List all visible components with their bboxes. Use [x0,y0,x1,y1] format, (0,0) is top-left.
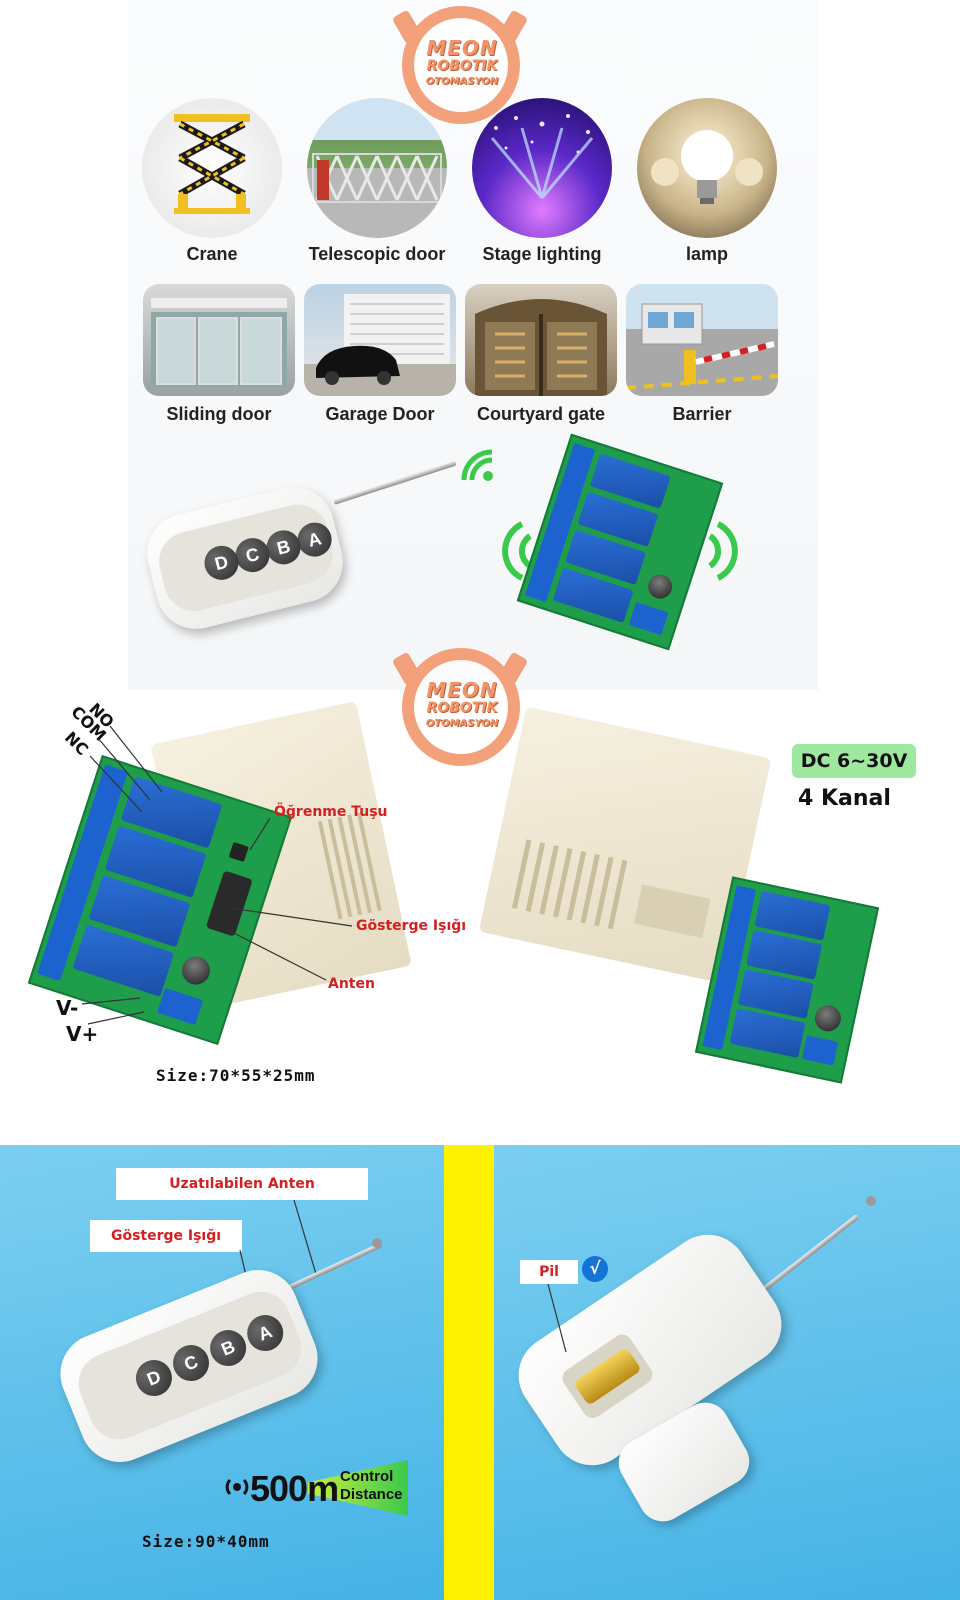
brand-logo: MEON ROBOTIK OTOMASYON [391,0,532,130]
logo-text-line2: ROBOTIK [426,58,498,74]
power-label-positive: V+ [66,1022,99,1046]
application-lamp: lamp [627,98,787,265]
application-stage-lighting: Stage lighting [462,98,622,265]
courtyard-gate-icon [465,284,617,396]
garage-door-icon [304,284,456,396]
logo-text-line1: MEON [426,678,498,702]
power-terminal [801,1035,839,1066]
applications-section: MEON ROBOTIK OTOMASYON Crane [0,0,960,690]
signal-right-icon [708,516,748,590]
distance-label-line1: Control [340,1468,394,1485]
application-courtyard-gate: Courtyard gate [461,284,621,425]
application-label: Telescopic door [308,244,446,264]
enclosure-open [150,701,412,1009]
distance-label-line2: Distance [340,1486,403,1503]
application-crane: Crane [132,98,292,265]
remote-size-label: Size:90*40mm [142,1532,270,1551]
capacitor [812,1002,844,1034]
power-label-negative: V- [56,996,79,1020]
antenna-label: Anten [328,976,375,992]
sliding-door-icon [143,284,295,396]
light-bulb-icon [637,98,777,238]
panel-divider [444,1145,494,1600]
indicator-label: Gösterge Işığı [356,918,467,934]
capacitor [645,571,676,602]
signal-left-icon [492,516,532,590]
application-sliding-door: Sliding door [139,284,299,425]
module-size-label: Size:70*55*25mm [156,1066,316,1085]
indicator-tag: Gösterge Işığı [90,1220,242,1252]
application-label: Sliding door [166,404,272,424]
application-label: Barrier [672,404,732,424]
application-telescopic-door: Telescopic door [297,98,457,265]
logo-text-line1: MEON [426,36,498,60]
antenna-tip [866,1196,876,1206]
battery-leader-line [547,1283,567,1353]
stage-lights-icon [472,98,612,238]
wifi-signal-icon [458,446,498,490]
application-label: Courtyard gate [476,404,606,424]
brand-logo: MEON ROBOTIK OTOMASYON [391,642,532,772]
application-garage-door: Garage Door [300,284,460,425]
scissor-lift-icon [142,98,282,238]
enclosure-closed [478,706,772,984]
distance-value: 500m [250,1468,339,1509]
antenna-tag: Uzatılabilen Anten [116,1168,368,1200]
battery-tag: Pil [520,1260,578,1284]
application-barrier: Barrier [622,284,782,425]
application-label: Stage lighting [482,244,602,264]
telescopic-gate-icon [307,98,447,238]
barrier-icon [626,284,778,396]
voltage-badge: DC 6~30V [792,744,916,778]
application-label: lamp [685,244,728,264]
power-leader-lines [81,997,145,1025]
channel-count: 4 Kanal [798,786,891,811]
control-distance-badge: 500m Control Distance [224,1460,414,1516]
annotation-leader-lines [227,817,353,981]
terminal-leader-lines [89,725,163,813]
learn-button-label: Öğrenme Tuşu [274,804,388,820]
logo-ring [402,6,520,124]
power-terminal [628,601,669,636]
logo-text-line3: OTOMASYON [425,718,499,729]
application-label: Garage Door [325,404,435,424]
antenna-tip [372,1238,382,1248]
application-label: Crane [186,244,238,264]
wireless-icon [224,1472,250,1506]
logo-text-line3: OTOMASYON [425,76,499,87]
logo-text-line2: ROBOTIK [426,700,498,716]
check-icon: √ [582,1256,608,1282]
